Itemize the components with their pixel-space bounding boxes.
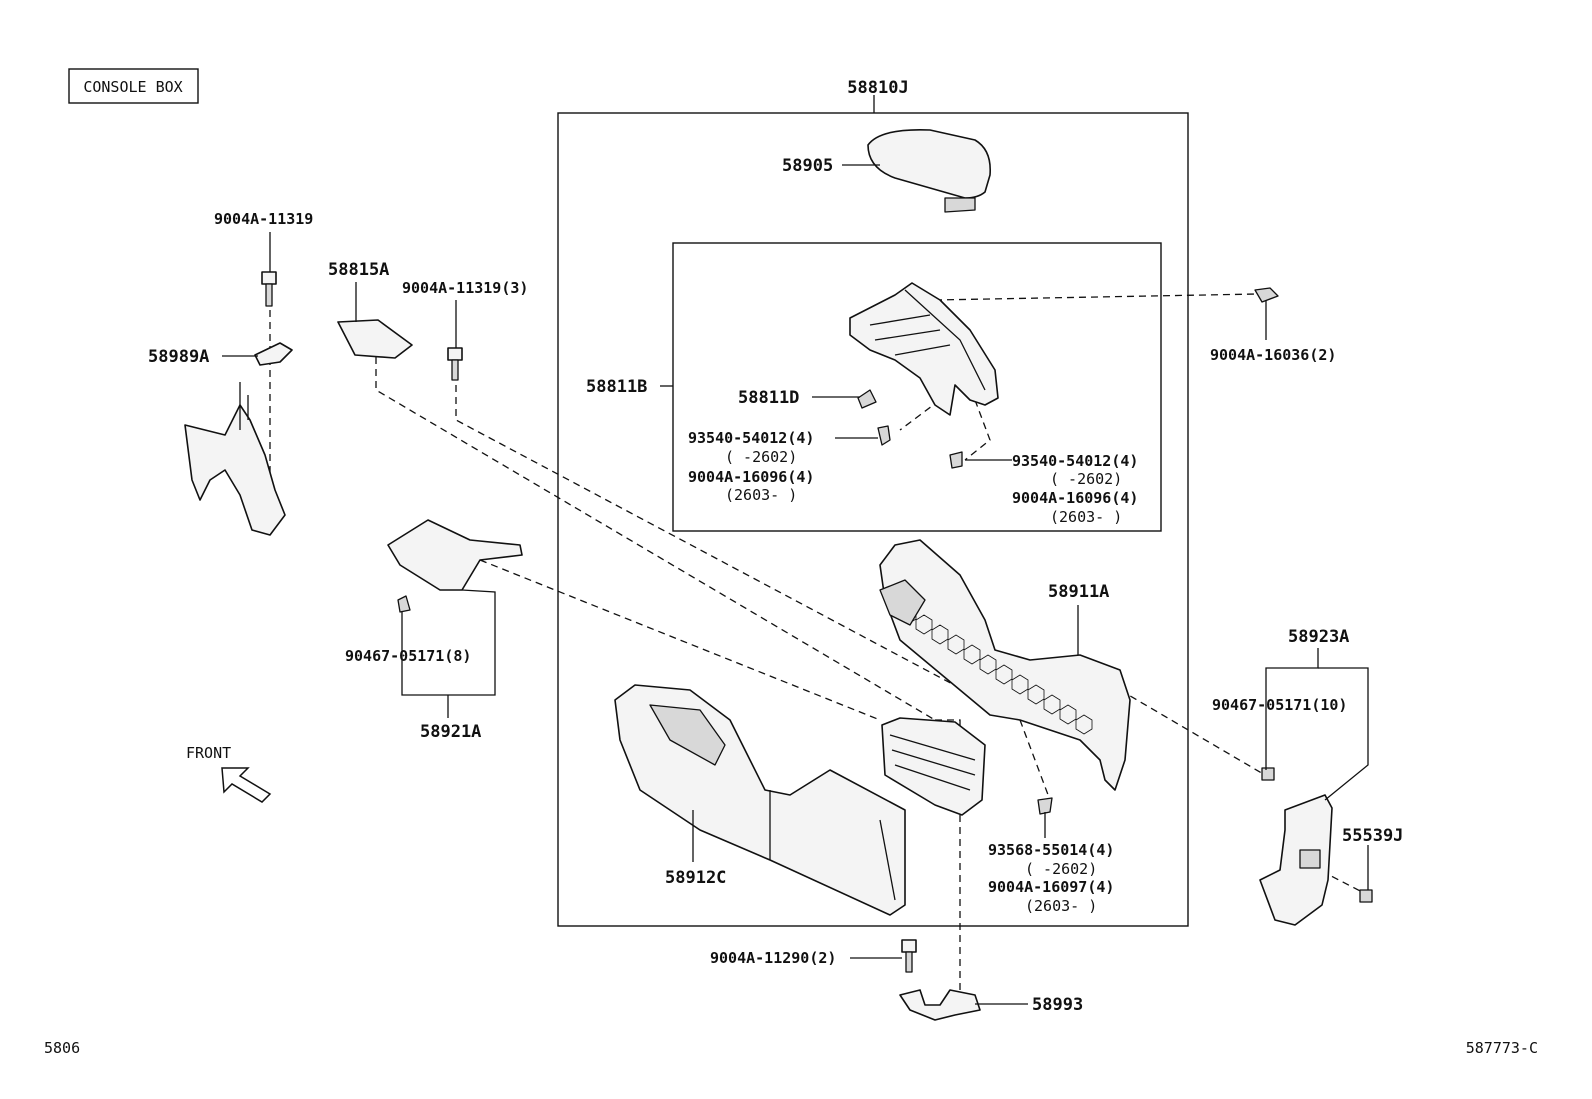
label-58923A: 58923A	[1288, 627, 1349, 647]
label-9004A-16097-range: (2603- )	[1025, 897, 1097, 915]
front-trim-58921A	[387, 519, 523, 613]
label-9004A-16096-right: 9004A-16096(4)	[1012, 489, 1138, 507]
label-9004A-16096-left-range: (2603- )	[725, 486, 797, 504]
bolt-icon	[901, 939, 917, 973]
leader-lines	[222, 164, 1369, 1005]
inner-bracket-58811B	[849, 282, 999, 416]
label-93568-range: ( -2602)	[1025, 860, 1097, 878]
label-58911A: 58911A	[1048, 582, 1109, 602]
label-93540-right-range: ( -2602)	[1050, 470, 1122, 488]
label-90467-10: 90467-05171(10)	[1212, 696, 1347, 714]
screw-icon	[877, 287, 1279, 815]
armrest-lid-58905	[867, 128, 992, 213]
label-58912C: 58912C	[665, 868, 726, 888]
label-55539J: 55539J	[1342, 826, 1403, 846]
label-90467-8: 90467-05171(8)	[345, 647, 471, 665]
label-93540-right: 93540-54012(4)	[1012, 452, 1138, 470]
rear-trim-58923A	[1259, 794, 1333, 926]
label-93540-left: 93540-54012(4)	[688, 429, 814, 447]
label-9004A-11290: 9004A-11290(2)	[710, 949, 836, 967]
label-58811B: 58811B	[586, 377, 647, 397]
front-label: FRONT	[186, 744, 231, 762]
storage-tray	[881, 717, 986, 816]
section-title-box: CONSOLE BOX	[68, 68, 199, 104]
label-58905: 58905	[782, 156, 833, 176]
label-58815A: 58815A	[328, 260, 389, 280]
label-58921A: 58921A	[420, 722, 481, 742]
label-9004A-11319-3: 9004A-11319(3)	[402, 279, 528, 297]
figure-id: 587773-C	[1466, 1039, 1538, 1057]
assembly-frame-58811B	[672, 242, 1162, 532]
label-9004A-16036: 9004A-16036(2)	[1210, 346, 1336, 364]
clip-icon	[1261, 767, 1373, 903]
label-93540-left-range: ( -2602)	[725, 448, 797, 466]
assembly-frame-58810J	[557, 112, 1189, 927]
label-9004A-11319-top: 9004A-11319	[214, 210, 313, 228]
bolt-icon	[261, 271, 277, 307]
pad-58815A	[337, 319, 413, 359]
label-58993: 58993	[1032, 995, 1083, 1015]
label-58989A: 58989A	[148, 347, 209, 367]
label-58811D: 58811D	[738, 388, 799, 408]
label-9004A-16097: 9004A-16097(4)	[988, 878, 1114, 896]
side-panel-58912C	[614, 684, 906, 916]
page-code: 5806	[44, 1039, 80, 1057]
console-body-58911A	[879, 539, 1131, 791]
bolt-icon	[447, 347, 463, 381]
label-58810J: 58810J	[847, 78, 908, 98]
section-title: CONSOLE BOX	[83, 78, 182, 96]
label-9004A-16096-left: 9004A-16096(4)	[688, 468, 814, 486]
label-9004A-16096-right-range: (2603- )	[1050, 508, 1122, 526]
front-arrow-icon	[221, 767, 272, 803]
bracket-58989A	[184, 342, 293, 536]
label-93568: 93568-55014(4)	[988, 841, 1114, 859]
bracket-58993	[899, 989, 981, 1021]
